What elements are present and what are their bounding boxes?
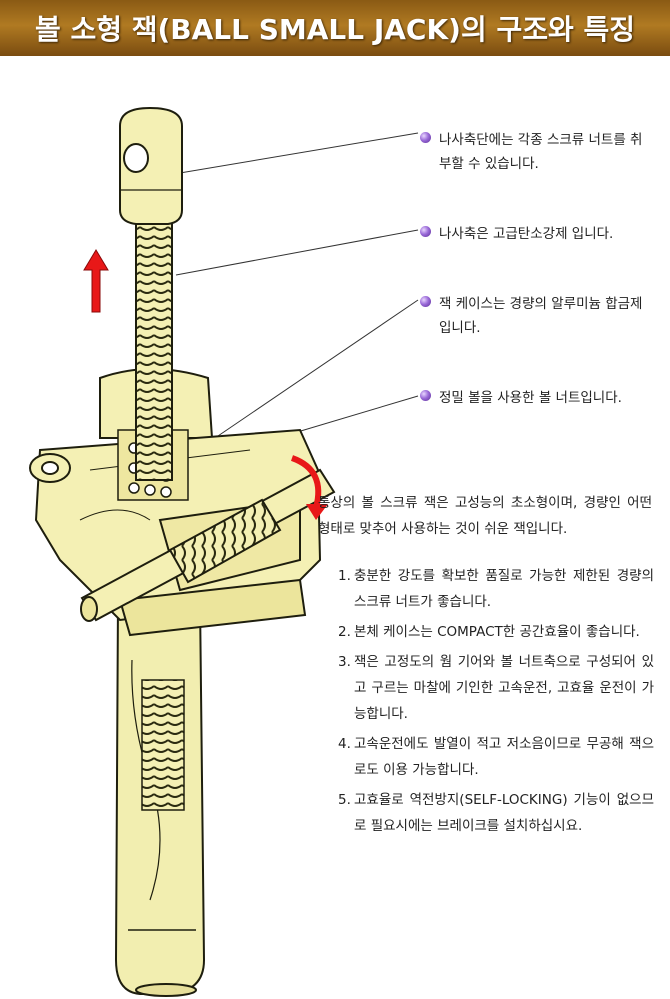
callout-screw-end: 나사축단에는 각종 스크류 너트를 취 부할 수 있습니다. (420, 128, 642, 176)
title-banner: 볼 소형 잭(BALL SMALL JACK)의 구조와 특징 (0, 0, 670, 56)
housing (29, 368, 322, 637)
feature-item: 4. 고속운전에도 발열이 적고 저소음이므로 무공해 잭으로도 이용 가능합니… (338, 731, 654, 783)
rotation-arrow-head (306, 504, 328, 520)
page-title: 볼 소형 잭(BALL SMALL JACK)의 구조와 특징 (34, 13, 636, 46)
ball-jack-diagram (29, 106, 419, 997)
callout-screw-material: 나사축은 고급탄소강제 입니다. (420, 222, 613, 246)
feature-item: 1. 충분한 강도를 확보한 품질로 가능한 제한된 경량의 스크류 너트가 좋… (338, 563, 654, 615)
bullet-icon (420, 296, 431, 307)
lower-tube (114, 599, 206, 997)
feature-number: 4. (338, 736, 351, 752)
feature-number: 5. (338, 792, 351, 808)
end-fitting (119, 106, 183, 225)
callout-ball-nut: 정밀 볼을 사용한 볼 너트입니다. (420, 386, 622, 410)
feature-number: 2. (338, 624, 351, 640)
feature-number: 3. (338, 654, 351, 670)
bullet-icon (420, 132, 431, 143)
screw-shaft (135, 189, 173, 481)
feature-number: 1. (338, 568, 351, 584)
feature-text: 고효율로 역전방지(SELF-LOCKING) 기능이 없으므로 필요시에는 브… (354, 792, 654, 834)
callout-text: 정밀 볼을 사용한 볼 너트입니다. (439, 390, 622, 406)
feature-item: 3. 잭은 고정도의 웜 기어와 볼 너트축으로 구성되어 있고 구르는 마찰에… (338, 649, 654, 727)
feature-item: 5. 고효율로 역전방지(SELF-LOCKING) 기능이 없으므로 필요시에… (338, 787, 654, 839)
bullet-icon (420, 226, 431, 237)
feature-text: 잭은 고정도의 웜 기어와 볼 너트축으로 구성되어 있고 구르는 마찰에 기인… (354, 654, 654, 722)
feature-text: 본체 케이스는 COMPACT한 공간효율이 좋습니다. (354, 624, 640, 640)
callout-text: 나사축단에는 각종 스크류 너트를 취 부할 수 있습니다. (439, 132, 643, 172)
intro-paragraph: 통상의 볼 스크류 잭은 고성능의 초소형이며, 경량인 어떤 형태로 맞추어 … (318, 495, 652, 537)
bullet-icon (420, 390, 431, 401)
rotation-arrow (290, 455, 322, 509)
feature-item: 2. 본체 케이스는 COMPACT한 공간효율이 좋습니다. (338, 619, 654, 645)
worm-shaft (80, 468, 336, 622)
feature-text: 충분한 강도를 확보한 품질로 가능한 제한된 경량의 스크류 너트가 좋습니다… (354, 568, 654, 610)
feature-list: 1. 충분한 강도를 확보한 품질로 가능한 제한된 경량의 스크류 너트가 좋… (338, 563, 654, 843)
feature-text: 고속운전에도 발열이 적고 저소음이므로 무공해 잭으로도 이용 가능합니다. (354, 736, 654, 778)
callout-text: 나사축은 고급탄소강제 입니다. (439, 226, 614, 242)
callout-case-material: 잭 케이스는 경량의 알루미늄 합금제 입니다. (420, 292, 642, 340)
up-arrow (83, 249, 109, 313)
callout-text: 잭 케이스는 경량의 알루미늄 합금제 입니다. (439, 296, 643, 336)
